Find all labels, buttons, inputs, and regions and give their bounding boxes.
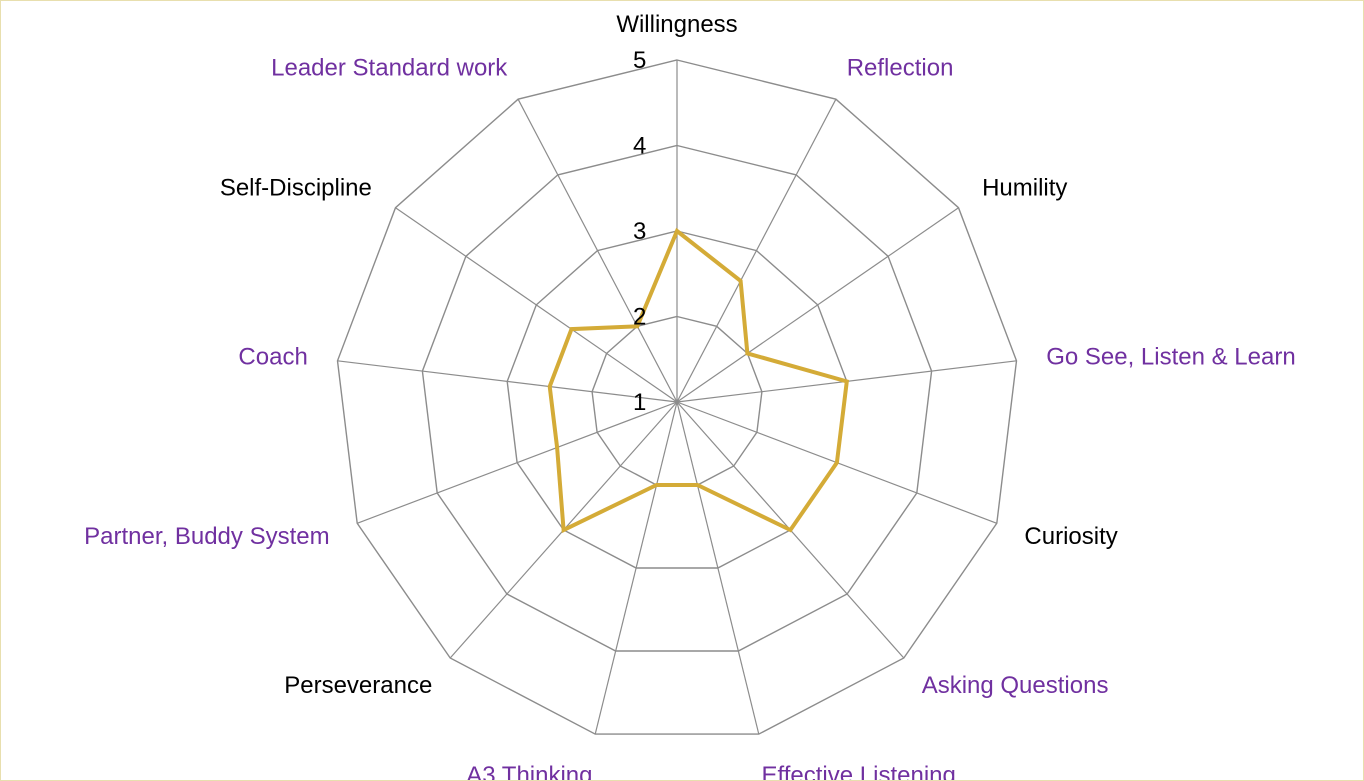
axis-label: Asking Questions: [922, 672, 1109, 699]
grid-ring-4: [421, 144, 933, 652]
grid-spoke: [676, 401, 760, 735]
series-line: [547, 227, 849, 534]
grid-spoke: [395, 207, 678, 403]
axis-label: Perseverance: [284, 672, 432, 699]
grid-spoke: [337, 360, 678, 403]
grid-ring-3: [506, 230, 848, 569]
tick-label: 1: [633, 389, 646, 416]
grid-spoke: [676, 98, 837, 403]
tick-label: 4: [633, 133, 646, 160]
axis-label: Coach: [238, 343, 307, 370]
grid-spoke: [517, 98, 678, 403]
axis-label: A3 Thinking: [466, 762, 592, 780]
grid-spoke: [676, 207, 959, 403]
tick-label: 5: [633, 47, 646, 74]
grid-layer: [336, 59, 1018, 735]
axis-label: Effective Listening: [762, 762, 956, 780]
grid-ring-5: [336, 59, 1018, 735]
axis-label: Willingness: [616, 11, 737, 38]
axis-label: Humility: [982, 174, 1067, 201]
axis-label: Self-Discipline: [220, 174, 372, 201]
axis-label: Reflection: [847, 54, 954, 81]
axis-label: Partner, Buddy System: [84, 523, 329, 550]
tick-label: 3: [633, 218, 646, 245]
axis-label: Leader Standard work: [271, 54, 508, 81]
tick-labels: 1 2 3 4 5: [633, 47, 646, 416]
tick-label: 2: [633, 304, 646, 331]
axis-label: Curiosity: [1024, 523, 1117, 550]
grid-spoke: [356, 401, 678, 524]
grid-spoke: [594, 401, 678, 735]
series-layer: [547, 227, 849, 534]
axis-label: Go See, Listen & Learn: [1046, 343, 1296, 370]
